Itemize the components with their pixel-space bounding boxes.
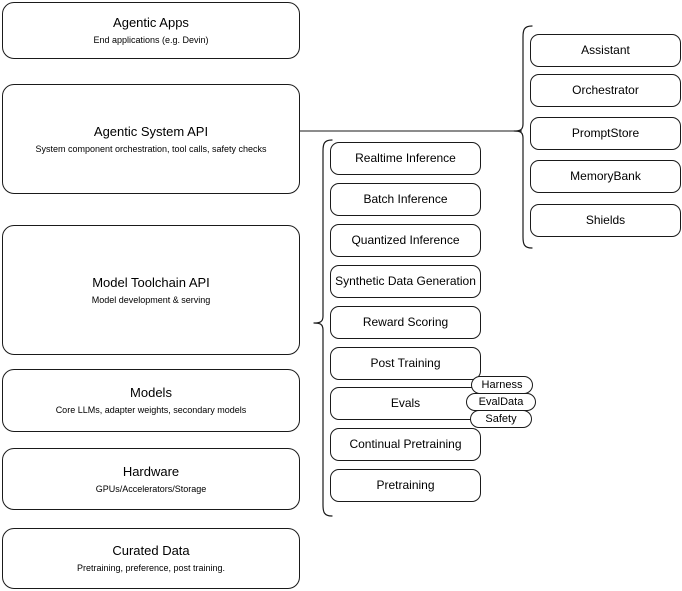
component-box-promptstore[interactable]: PromptStore [530, 117, 681, 150]
capability-box-pretraining[interactable]: Pretraining [330, 469, 481, 502]
capability-box-post-training[interactable]: Post Training [330, 347, 481, 380]
layer-subtitle: Core LLMs, adapter weights, secondary mo… [55, 405, 247, 415]
layer-box-hardware[interactable]: Hardware GPUs/Accelerators/Storage [2, 448, 300, 510]
capability-box-reward-scoring[interactable]: Reward Scoring [330, 306, 481, 339]
layer-title: Models [130, 385, 172, 400]
layer-box-curated-data[interactable]: Curated Data Pretraining, preference, po… [2, 528, 300, 589]
layer-subtitle: Pretraining, preference, post training. [76, 563, 226, 573]
capability-label: Pretraining [376, 478, 435, 492]
capability-label: Realtime Inference [355, 151, 456, 165]
component-box-memorybank[interactable]: MemoryBank [530, 160, 681, 193]
layer-subtitle: Model development & serving [91, 294, 211, 305]
capability-box-evals[interactable]: Evals [330, 387, 481, 420]
component-box-orchestrator[interactable]: Orchestrator [530, 74, 681, 107]
capability-label: Synthetic Data Generation [335, 274, 476, 288]
brace-agentic-system-components [512, 24, 534, 250]
capability-label: Continual Pretraining [349, 437, 462, 451]
eval-subcomponent-pill-harness[interactable]: Harness [471, 376, 533, 394]
layer-subtitle: GPUs/Accelerators/Storage [95, 483, 207, 494]
capability-box-synthetic-data-generation[interactable]: Synthetic Data Generation [330, 265, 481, 298]
layer-subtitle: System component orchestration, tool cal… [35, 143, 267, 154]
capability-label: Batch Inference [363, 192, 448, 206]
eval-subcomponent-label: Safety [485, 412, 517, 425]
layer-title: Hardware [122, 463, 180, 479]
layer-box-model-toolchain-api[interactable]: Model Toolchain API Model development & … [2, 225, 300, 355]
component-label: PromptStore [571, 126, 640, 140]
eval-subcomponent-pill-evaldata[interactable]: EvalData [466, 393, 536, 411]
capability-box-quantized-inference[interactable]: Quantized Inference [330, 224, 481, 257]
layer-title: Agentic System API [93, 123, 209, 139]
component-box-assistant[interactable]: Assistant [530, 34, 681, 67]
eval-subcomponent-label: EvalData [478, 395, 524, 408]
layer-title: Agentic Apps [113, 15, 189, 30]
capability-box-realtime-inference[interactable]: Realtime Inference [330, 142, 481, 175]
component-label: Orchestrator [572, 83, 639, 97]
layer-title: Curated Data [112, 543, 190, 558]
layer-title: Model Toolchain API [92, 274, 210, 290]
component-label: Assistant [581, 43, 630, 57]
capability-label: Evals [390, 396, 421, 410]
component-label: Shields [585, 213, 626, 227]
eval-subcomponent-label: Harness [481, 378, 523, 391]
brace-toolchain-capabilities [312, 138, 334, 518]
eval-subcomponent-pill-safety[interactable]: Safety [470, 410, 532, 428]
component-label: MemoryBank [570, 169, 641, 183]
capability-label: Quantized Inference [351, 233, 460, 247]
capability-box-continual-pretraining[interactable]: Continual Pretraining [330, 428, 481, 461]
layer-box-agentic-apps[interactable]: Agentic Apps End applications (e.g. Devi… [2, 2, 300, 59]
layer-box-agentic-system-api[interactable]: Agentic System API System component orch… [2, 84, 300, 194]
component-box-shields[interactable]: Shields [530, 204, 681, 237]
capability-label: Post Training [370, 356, 441, 370]
connector-agentic-system-to-components [300, 125, 522, 137]
capability-label: Reward Scoring [362, 315, 449, 329]
layer-subtitle: End applications (e.g. Devin) [93, 35, 209, 45]
capability-box-batch-inference[interactable]: Batch Inference [330, 183, 481, 216]
layer-box-models[interactable]: Models Core LLMs, adapter weights, secon… [2, 369, 300, 432]
